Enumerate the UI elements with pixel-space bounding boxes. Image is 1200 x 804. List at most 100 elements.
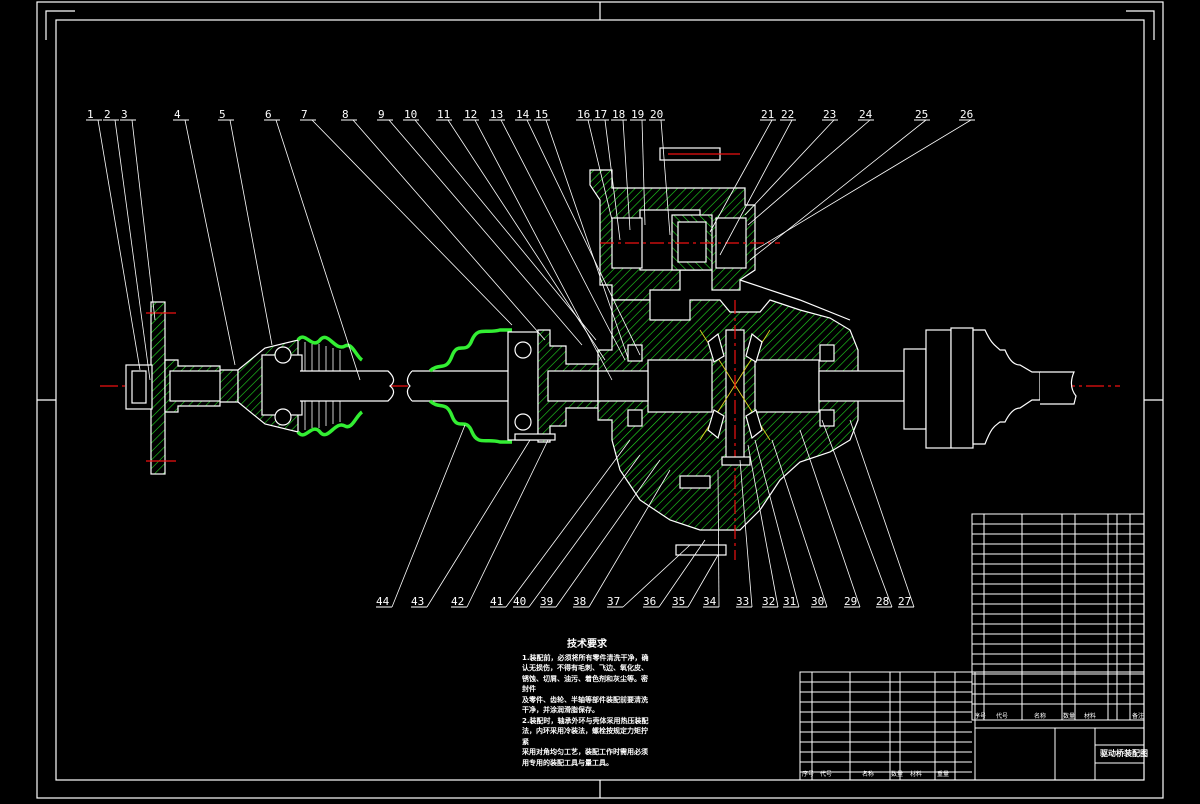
balloon-label: 17	[594, 108, 607, 121]
balloon-label: 32	[762, 595, 775, 608]
balloon-16: 16	[576, 108, 613, 221]
balloon-30: 30	[771, 439, 828, 608]
inner-cv-joint	[412, 328, 599, 444]
balloon-22: 22	[719, 108, 796, 256]
parts-list-table	[799, 513, 1145, 781]
balloon-label: 44	[376, 595, 390, 608]
table-header-label: 材料	[1084, 712, 1096, 720]
balloon-label: 9	[378, 108, 385, 121]
balloon-label: 1	[87, 108, 94, 121]
balloon-label: 4	[174, 108, 181, 121]
balloon-32: 32	[747, 444, 779, 608]
balloon-label: 42	[451, 595, 464, 608]
balloon-34: 34	[703, 469, 720, 608]
balloon-40: 40	[513, 454, 641, 608]
balloon-44: 44	[376, 424, 466, 608]
housing-bolt	[679, 475, 711, 489]
balloon-label: 31	[783, 595, 796, 608]
inner-boot-upper	[428, 328, 512, 373]
table-header-label: 名称	[862, 770, 874, 778]
balloon-label: 8	[342, 108, 349, 121]
balloon-label: 3	[121, 108, 128, 121]
bearing-ball	[514, 341, 532, 359]
right-boot	[972, 329, 1041, 445]
planet-gear-bearing	[745, 409, 763, 440]
outer-cv-joint	[237, 335, 413, 437]
tech-line: 2.装配时，轴承外环与壳体采用热压装配	[522, 716, 649, 725]
right-flange	[903, 348, 927, 430]
sheet-frame	[36, 1, 1164, 799]
balloon-label: 6	[265, 108, 272, 121]
table-header-label: 序号	[802, 770, 814, 778]
cv-ball	[274, 346, 292, 364]
shaft-break	[406, 370, 413, 402]
balloon-label: 29	[844, 595, 857, 608]
cross-pin-bolt	[721, 456, 751, 466]
balloon-label: 34	[703, 595, 717, 608]
balloon-19: 19	[630, 108, 646, 226]
balloon-label: 18	[612, 108, 625, 121]
balloon-10: 10	[403, 108, 597, 341]
table-header-label: 重量	[937, 770, 949, 778]
balloon-42: 42	[451, 439, 549, 608]
table-header-label: 数量	[891, 770, 903, 778]
balloon-39: 39	[540, 459, 661, 608]
half-shaft-left	[300, 370, 395, 402]
right-output-shaft	[818, 370, 905, 402]
balloon-label: 10	[404, 108, 417, 121]
balloon-label: 12	[464, 108, 477, 121]
balloon-36: 36	[643, 539, 706, 608]
tech-title: 技术要求	[567, 639, 607, 650]
cv-boot-upper	[296, 335, 364, 362]
balloon-7: 7	[300, 108, 513, 326]
balloon-label: 36	[643, 595, 656, 608]
balloon-2: 2	[103, 108, 151, 381]
right-joint-cap	[925, 329, 952, 449]
taper-bearing	[627, 344, 643, 362]
differential-assembly	[597, 279, 905, 560]
planet-gear-bearing	[707, 409, 725, 440]
balloon-label: 25	[915, 108, 928, 121]
left-side-gear-bore	[647, 359, 713, 413]
hub-washer	[131, 370, 147, 404]
balloon-6: 6	[264, 108, 361, 381]
balloon-label: 37	[607, 595, 620, 608]
balloon-label: 23	[823, 108, 836, 121]
balloon-label: 39	[540, 595, 553, 608]
balloon-label: 22	[781, 108, 794, 121]
balloon-label: 5	[219, 108, 226, 121]
bearing-ball	[514, 413, 532, 431]
inner-boot-lower	[428, 399, 512, 444]
balloon-15: 15	[534, 108, 629, 359]
table-header-label: 序号	[974, 712, 986, 720]
balloon-label: 7	[301, 108, 308, 121]
balloon-label: 14	[516, 108, 530, 121]
planet-gear-bearing	[745, 332, 763, 363]
flange-plate	[150, 301, 166, 475]
balloon-label: 11	[437, 108, 450, 121]
balloon-label: 19	[631, 108, 644, 121]
table-header-label: 备注	[1132, 712, 1144, 720]
cv-ball	[274, 408, 292, 426]
technical-requirements: 技术要求 1.装配前，必须将所有零件清洗干净，确 认无损伤，不得有毛刺、飞边、氧…	[522, 639, 652, 768]
drawing-title: 驱动桥装配图	[1100, 748, 1148, 758]
balloon-9: 9	[377, 108, 583, 346]
bolt	[514, 433, 556, 441]
planet-gear-bearing	[707, 332, 725, 363]
tech-line: 干净，并涂润滑脂保存。	[522, 706, 599, 714]
right-joint-housing	[950, 327, 974, 449]
balloon-label: 24	[859, 108, 873, 121]
right-side-gear-bore	[754, 359, 820, 413]
table-header-label: 数量	[1063, 712, 1075, 720]
tech-line: 及零件、齿轮、半轴等部件装配前要清洗	[522, 695, 648, 704]
right-half-shaft	[1040, 371, 1077, 405]
balloon-37: 37	[607, 544, 691, 608]
tech-line: 法，内环采用冷装法，螺栓按规定力矩拧紧	[522, 727, 648, 746]
corner-mark	[45, 10, 75, 40]
balloon-8: 8	[341, 108, 546, 341]
table-header-label: 代号	[996, 712, 1008, 720]
